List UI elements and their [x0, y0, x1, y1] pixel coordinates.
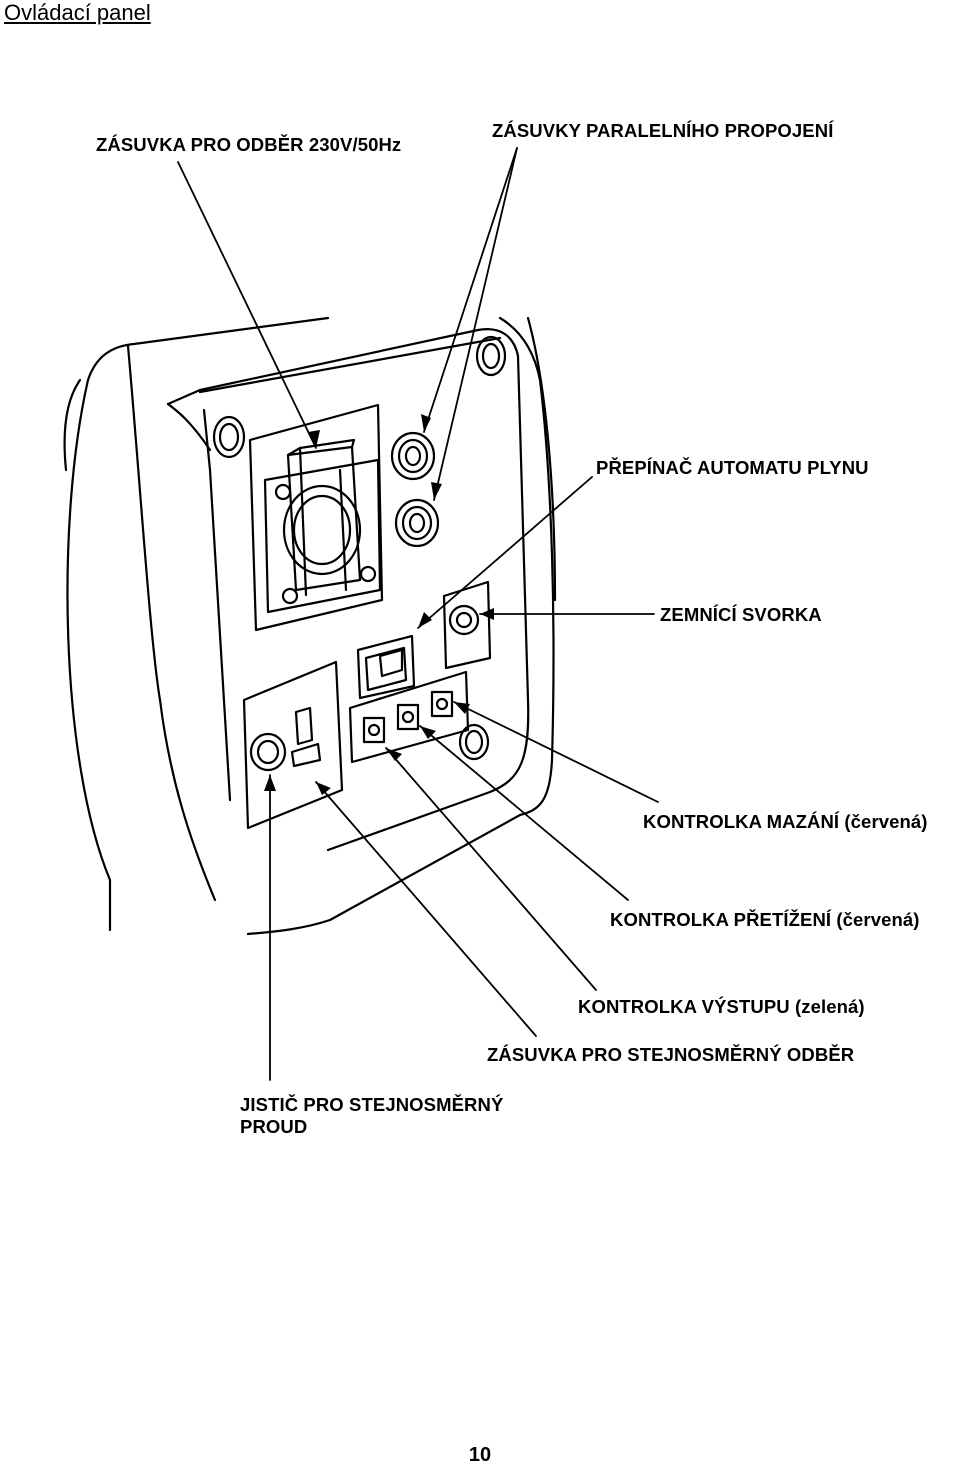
ac-socket	[248, 403, 384, 632]
ground-terminal	[442, 580, 492, 670]
generator-housing	[63, 316, 557, 936]
label-overload-light: KONTROLKA PŘETÍŽENÍ (červená)	[610, 909, 920, 930]
leader-lines	[177, 147, 659, 1081]
page-title: Ovládací panel	[4, 0, 151, 25]
label-oil-warning-light: KONTROLKA MAZÁNÍ (červená)	[643, 811, 928, 832]
parallel-sockets	[390, 431, 440, 548]
label-parallel-sockets: ZÁSUVKY PARALELNÍHO PROPOJENÍ	[492, 120, 834, 141]
label-auto-throttle-switch: PŘEPÍNAČ AUTOMATU PLYNU	[596, 457, 869, 478]
page-number: 10	[468, 1444, 492, 1466]
label-ac-socket: ZÁSUVKA PRO ODBĚR 230V/50Hz	[96, 134, 402, 155]
label-ground-terminal: ZEMNÍCÍ SVORKA	[660, 604, 822, 625]
label-output-light: KONTROLKA VÝSTUPU (zelená)	[578, 996, 865, 1017]
label-dc-socket: ZÁSUVKA PRO STEJNOSMĚRNÝ ODBĚR	[487, 1044, 855, 1065]
corner-screws	[212, 335, 507, 761]
indicator-lights	[348, 670, 470, 764]
dc-panel	[242, 660, 344, 830]
arrowheads	[264, 414, 494, 795]
auto-throttle-switch	[356, 634, 416, 700]
label-dc-breaker: JISTIČ PRO STEJNOSMĚRNÝ PROUD	[240, 1094, 504, 1137]
